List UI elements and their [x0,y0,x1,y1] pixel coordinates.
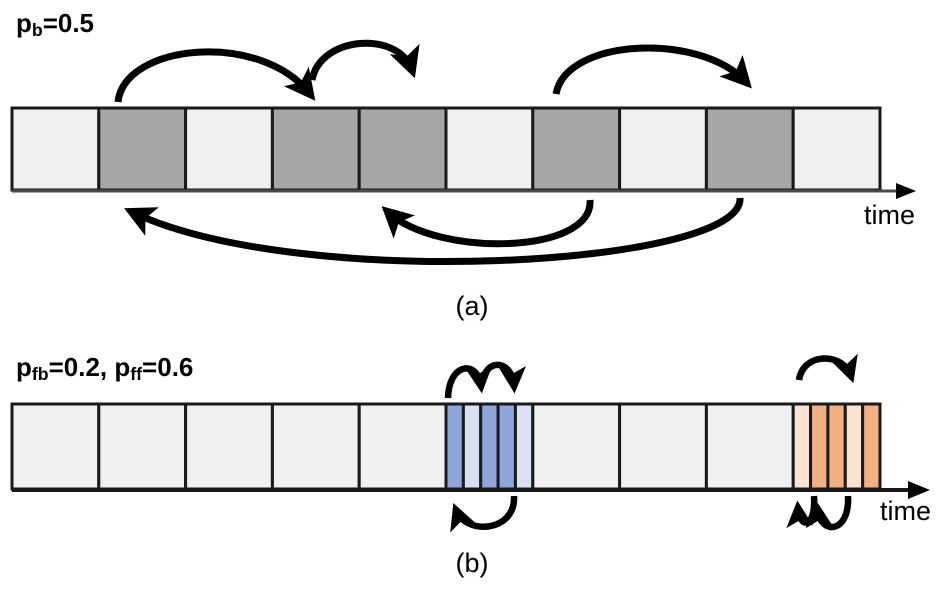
panel-a-param-value: 0.5 [57,8,95,38]
panel-b-param-separator: , [99,352,115,382]
panel-b-blue-subcell-0 [444,402,465,491]
panel-a-track [10,106,882,192]
panel-a-backward-arrow-long [124,197,744,265]
panel-b-caption: (b) [455,548,489,578]
panel-a-cell-6 [531,106,622,192]
panel-b-time-axis [12,481,930,499]
panel-b-cell-4 [357,402,448,491]
panel-b-orange-subcell-3 [843,402,865,491]
panel-b-param-symbol-2: p [114,352,131,382]
panel-b-time-axis-label: time [880,496,932,526]
panel-a-time-axis [12,183,916,199]
panel-a-cell-5 [444,106,535,192]
panel-b-blue-cluster [444,402,535,491]
panel-a-cell-8 [704,106,795,192]
panel-a-param-equals: = [42,8,58,38]
panel-b-blue-subcell-2 [479,402,500,491]
panel-b-blue-subcell-1 [461,402,483,491]
panel-b-cell-2 [184,402,274,491]
panel-b-orange-subcell-1 [809,402,830,491]
panel-b-cell-0 [10,402,101,491]
panel-a-cell-2 [184,106,274,192]
panel-b-param-value-1: 0.2 [63,352,100,382]
panel-b-cell-3 [270,402,361,491]
panel-b-orange-subcell-2 [826,402,847,491]
panel-b-param-subscript-1: fb [31,363,49,384]
panel-b-orange-backward-arrow-2 [805,495,852,531]
panel-a-parameter-label: pb=0.5 [16,8,94,41]
panel-b-cell-1 [97,402,188,491]
panel-b-cell-8 [704,402,795,491]
panel-b-blue-subcell-4 [513,402,535,491]
panel-a-param-symbol: p [16,8,32,38]
panel-a-caption: (a) [455,291,489,321]
panel-b-param-value-2: 0.6 [157,352,194,382]
panel-b-cell-7 [618,402,708,491]
panel-a-forward-arrow-1 [114,48,316,103]
panel-b-param-symbol-1: p [16,352,32,382]
panel-b-param-subscript-2: ff [130,363,143,384]
panel-b-track [10,402,882,491]
panel-b-blue-subcell-3 [496,402,517,491]
panel-b-blue-forward-arrow-1 [444,365,493,399]
panel-b-orange-forward-arrow-1 [795,353,858,384]
panel-a-cell-9 [791,106,882,192]
panel-a-time-axis-label: time [864,200,916,230]
panel-a-cell-3 [270,106,361,192]
panel-a-cell-0 [10,106,101,192]
panel-a-cell-7 [618,106,708,192]
panel-a-backward-arrow-short [381,199,594,248]
panel-b-orange-backward-arrow-1 [786,495,818,529]
panel-b-parameter-label: pfb=0.2, pff=0.6 [16,352,194,384]
panel-b-orange-subcell-0 [791,402,813,491]
panel-b-orange-subcell-4 [861,402,882,491]
panel-a-param-subscript: b [31,19,43,40]
panel-a-forward-arrow-3 [552,44,752,95]
panel-b-blue-backward-arrow-1 [450,495,518,533]
panel-a-cell-4 [357,106,448,192]
panel-b-cell-6 [531,402,622,491]
panel-a-cell-1 [97,106,188,192]
panel-b-blue-forward-arrow-2 [479,361,526,394]
panel-a-forward-arrow-2 [308,39,420,81]
panel-b-orange-cluster [791,402,882,491]
